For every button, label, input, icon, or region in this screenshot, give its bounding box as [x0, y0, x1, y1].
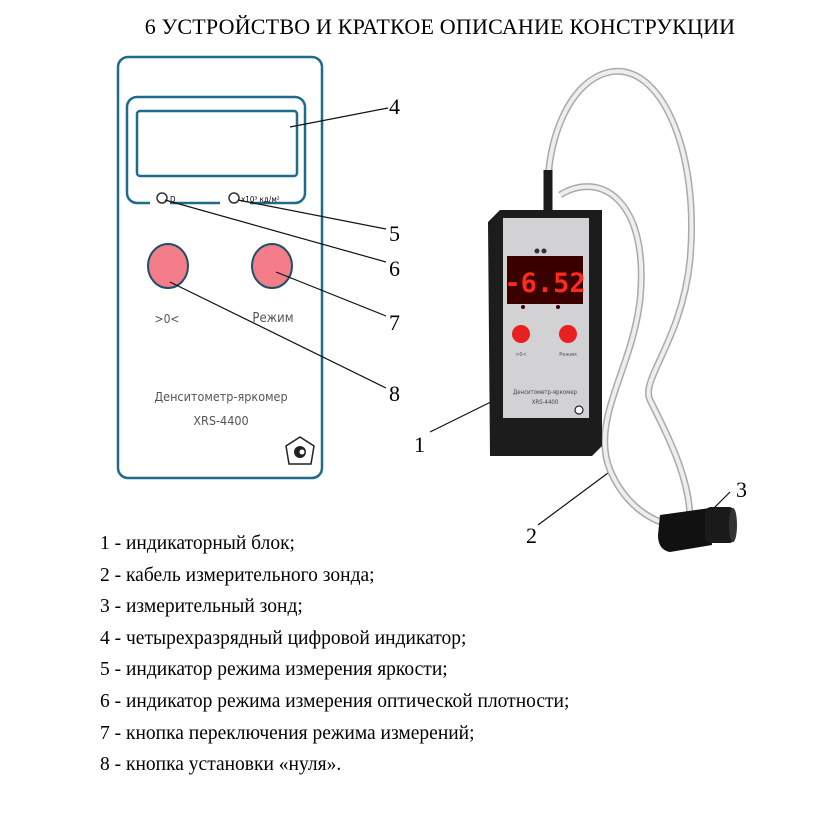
device-name: Денситометр-яркомер [154, 389, 287, 404]
mode-button[interactable] [251, 243, 293, 289]
display-window [135, 109, 299, 178]
callout-8: 8 [389, 381, 400, 406]
display-frame [125, 95, 307, 205]
callout-1: 1 [414, 432, 425, 457]
photo-mode-button [559, 325, 577, 343]
indicator-lum-label: x10³ кд/м² [241, 195, 280, 204]
certification-logo [285, 436, 315, 465]
indicator-d-led [156, 192, 168, 204]
device-outline [116, 55, 324, 480]
section-title: 6 УСТРОЙСТВО И КРАТКОЕ ОПИСАНИЕ КОНСТРУК… [144, 14, 736, 39]
zero-button-label: >0< [155, 312, 180, 326]
photo-device-model: XRS-4400 [532, 399, 559, 406]
device-model: XRS-4400 [193, 413, 248, 428]
callout-3: 3 [736, 477, 747, 502]
indicator-lum-led [228, 192, 240, 204]
photo-device-name: Денситометр-яркомер [513, 389, 578, 396]
callout-2: 2 [526, 523, 537, 548]
photo-zero-button [512, 325, 530, 343]
device-schematic [116, 55, 324, 480]
display-value: -6.52 [504, 268, 585, 299]
legend-item: 2 - кабель измерительного зонда; [100, 564, 375, 586]
callout-4: 4 [389, 94, 400, 119]
photo-mode-label: Режим [559, 352, 577, 358]
callout-7: 7 [389, 310, 400, 335]
mode-button-label: Режим [252, 311, 293, 326]
legend-item: 6 - индикатор режима измерения оптическо… [100, 690, 570, 712]
legend-item: 8 - кнопка установки «нуля». [100, 754, 342, 776]
legend-item: 1 - индикаторный блок; [100, 533, 295, 554]
indicator-d-label: D [170, 195, 176, 204]
legend-item: 3 - измерительный зонд; [100, 596, 303, 618]
photo-zero-label: >0< [515, 352, 526, 358]
legend-item: 7 - кнопка переключения режима измерений… [100, 722, 475, 744]
callout-5: 5 [389, 221, 400, 246]
measuring-probe [658, 507, 737, 552]
legend-item: 4 - четырехразрядный цифровой индикатор; [100, 627, 467, 649]
callout-numbers: 4 5 6 7 8 1 2 3 [389, 94, 747, 548]
legend-list: 1 - индикаторный блок; 2 - кабель измери… [100, 528, 569, 781]
probe-cable [543, 67, 696, 529]
callout-lines [164, 107, 731, 526]
legend-item: 5 - индикатор режима измерения яркости; [100, 659, 448, 681]
callout-6: 6 [389, 256, 400, 281]
indicator-unit-photo: -6.52 >0< Режим Денситометр-яркомер XRS-… [488, 210, 602, 456]
zero-button[interactable] [147, 243, 189, 289]
